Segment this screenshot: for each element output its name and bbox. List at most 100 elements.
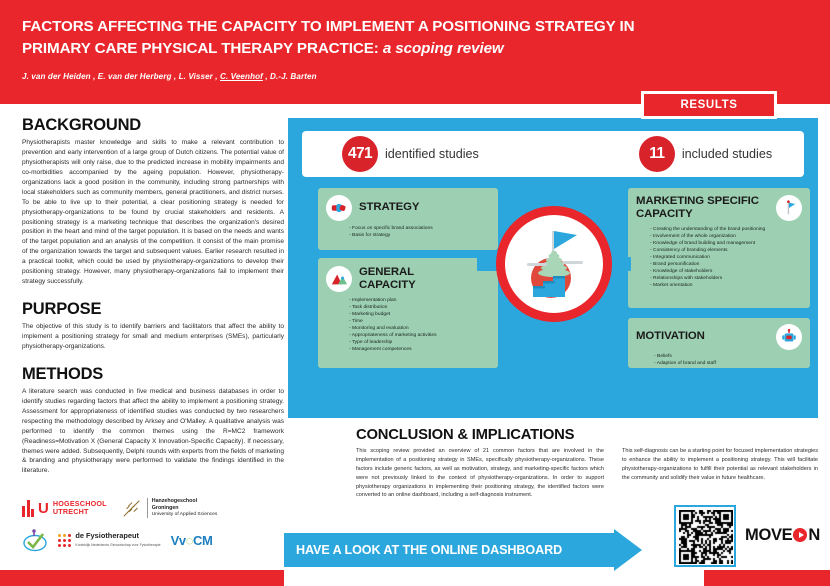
hu-line-2: UTRECHT: [52, 507, 89, 517]
list-item: Knowledge of brand building and manageme…: [650, 240, 810, 247]
conclusion-text-2: This self-diagnosis can be a starting po…: [622, 448, 818, 481]
logo-hogeschool-utrecht: U HOGESCHOOL UTRECHT: [22, 500, 107, 517]
hanze-line-1: Hanzehogeschool: [151, 498, 198, 504]
count-bubble-identified: 471: [342, 136, 378, 172]
list-item: Type of leadership: [349, 339, 498, 346]
left-column: BACKGROUND Physiotherapists master knowl…: [22, 116, 284, 476]
purpose-text: The objective of this study is to identi…: [22, 323, 284, 350]
hu-bars-icon: [22, 499, 34, 517]
motivation-bullets: Beliefs Adaption of brand and staff: [654, 353, 810, 367]
hanze-wordmark: Hanzehogeschool Groningen University of …: [146, 498, 217, 519]
methods-heading: METHODS: [22, 364, 104, 383]
logo-row-secondary: de Fysiotherapeut Koninklijk Nederlands …: [22, 528, 290, 552]
qr-code[interactable]: [674, 505, 736, 567]
mountain-icon: [326, 266, 352, 293]
list-item: Management competences: [349, 346, 498, 353]
methods-text: A literature search was conducted in fiv…: [22, 387, 284, 475]
moveon-word-move: MOVE: [745, 525, 793, 544]
list-item: Beliefs: [654, 353, 810, 360]
authors-pre: J. van der Heiden , E. van der Herberg ,…: [22, 72, 220, 82]
result-box-strategy: STRATEGY Focus on specific brand associa…: [318, 188, 498, 250]
list-item: Time: [349, 318, 498, 325]
footer-bar-cutout: [284, 570, 704, 586]
result-box-marketing-specific-capacity: MARKETING SPECIFIC CAPACITY Creating the…: [628, 188, 810, 308]
count-identified: 471 identified studies: [342, 136, 479, 172]
conclusion-heading: CONCLUSION & IMPLICATIONS: [356, 427, 575, 443]
dashboard-banner-bar[interactable]: HAVE A LOOK AT THE ONLINE DASHBOARD: [284, 533, 614, 567]
hill-flag-steps-illustration: [527, 231, 583, 298]
fysiotherapeut-wordmark: de Fysiotherapeut Koninklijk Nederlands …: [75, 531, 160, 549]
list-item: Knowledge of stakeholders: [650, 268, 810, 275]
hu-u-mark: U: [38, 499, 49, 517]
robot-icon: [776, 324, 802, 350]
logo-de-fysiotherapeut: de Fysiotherapeut Koninklijk Nederlands …: [58, 531, 161, 549]
list-item: Task distribution: [349, 304, 498, 311]
dashboard-banner-label: HAVE A LOOK AT THE ONLINE DASHBOARD: [296, 543, 563, 557]
general-capacity-title: GENERAL CAPACITY: [359, 266, 416, 293]
logo-row-primary: U HOGESCHOOL UTRECHT Hanzehogeschool Gro…: [22, 498, 290, 519]
megaphone-icon: [326, 195, 352, 221]
results-section-tab: RESULTS: [641, 91, 777, 119]
logo-vvocm: Vv◌CM: [170, 532, 213, 548]
count-label-included: included studies: [681, 147, 773, 161]
hanze-line-2: Groningen: [151, 505, 179, 512]
purpose-heading: PURPOSE: [22, 300, 102, 319]
flag-icon: [776, 195, 802, 221]
msc-title-line-1: MARKETING SPECIFIC: [636, 195, 759, 207]
banner-arrow-icon: [614, 529, 642, 571]
hu-wordmark: HOGESCHOOL UTRECHT: [53, 500, 107, 516]
quality-mark-icon: [23, 529, 47, 552]
vvocm-suffix: CM: [193, 532, 213, 548]
background-heading: BACKGROUND: [22, 116, 141, 134]
result-box-general-capacity: GENERAL CAPACITY Implementation plan Tas…: [318, 258, 498, 368]
list-item: Appropriateness of marketing activities: [349, 332, 498, 339]
list-item: Relationships with stakeholders: [650, 275, 810, 282]
target-flag-hill-icon: [477, 187, 631, 341]
msc-title-line-2: CAPACITY: [636, 208, 693, 221]
background-text: Physiotherapists master knowledge and sk…: [22, 139, 284, 286]
list-item: Creating the understanding of the brand …: [650, 226, 810, 233]
logo-hanzehogeschool: Hanzehogeschool Groningen University of …: [121, 498, 217, 519]
list-item: Basis for strategy: [349, 232, 498, 239]
dashboard-banner[interactable]: HAVE A LOOK AT THE ONLINE DASHBOARD: [284, 529, 668, 571]
title-line-2: PRIMARY CARE PHYSICAL THERAPY PRACTICE:: [22, 39, 379, 57]
conclusion-column-1: This scoping review provided an overview…: [356, 447, 604, 500]
general-capacity-bullets: Implementation plan Task distribution Ma…: [349, 297, 498, 353]
logo-strip: U HOGESCHOOL UTRECHT Hanzehogeschool Gro…: [22, 498, 290, 552]
page-title: FACTORS AFFECTING THE CAPACITY TO IMPLEM…: [22, 16, 812, 59]
authors-post: , D.-J. Barten: [262, 72, 317, 82]
play-circle-icon: [793, 528, 808, 542]
qr-code-canvas: [679, 510, 733, 564]
list-item: Involvement of the whole organization: [650, 233, 810, 240]
author-corresponding: C. Veenhof: [219, 72, 263, 82]
list-item: Brand personification: [650, 261, 810, 268]
list-item: Focus on specific brand associations: [349, 225, 498, 232]
result-box-motivation: MOTIVATION Beliefs Adaption of brand and…: [628, 318, 810, 368]
author-list: J. van der Heiden , E. van der Herberg ,…: [22, 72, 812, 81]
list-item: Monitoring and evaluation: [349, 325, 498, 332]
general-title-line-1: GENERAL: [359, 266, 414, 278]
logo-move-on: MOVE N: [745, 521, 825, 549]
strategy-bullets: Focus on specific brand associations Bas…: [349, 225, 498, 239]
list-item: Market orientation: [650, 282, 810, 289]
count-bubble-included: 11: [638, 136, 675, 172]
list-item: Marketing budget: [349, 311, 498, 318]
results-panel: 471 identified studies 11 included studi…: [288, 118, 818, 418]
title-subtitle: a scoping review: [382, 39, 504, 57]
msc-title: MARKETING SPECIFIC CAPACITY: [636, 195, 759, 222]
msc-bullets: Creating the understanding of the brand …: [650, 226, 810, 289]
count-label-identified: identified studies: [385, 147, 479, 161]
moveon-word-on: N: [808, 525, 821, 544]
list-item: Implementation plan: [349, 297, 498, 304]
conclusion-column-2: This self-diagnosis can be a starting po…: [622, 447, 818, 500]
count-included: 11 included studies: [638, 136, 773, 172]
motivation-title: MOTIVATION: [636, 330, 705, 343]
study-count-bar: 471 identified studies 11 included studi…: [302, 131, 804, 177]
conclusion-section: CONCLUSION & IMPLICATIONS This scoping r…: [356, 427, 818, 500]
title-line-1: FACTORS AFFECTING THE CAPACITY TO IMPLEM…: [22, 18, 635, 35]
list-item: Integrated communication: [650, 254, 810, 261]
list-item: Consistency of branding elements: [650, 247, 810, 254]
poster-header: FACTORS AFFECTING THE CAPACITY TO IMPLEM…: [0, 0, 830, 104]
results-tab-label: RESULTS: [680, 99, 738, 111]
